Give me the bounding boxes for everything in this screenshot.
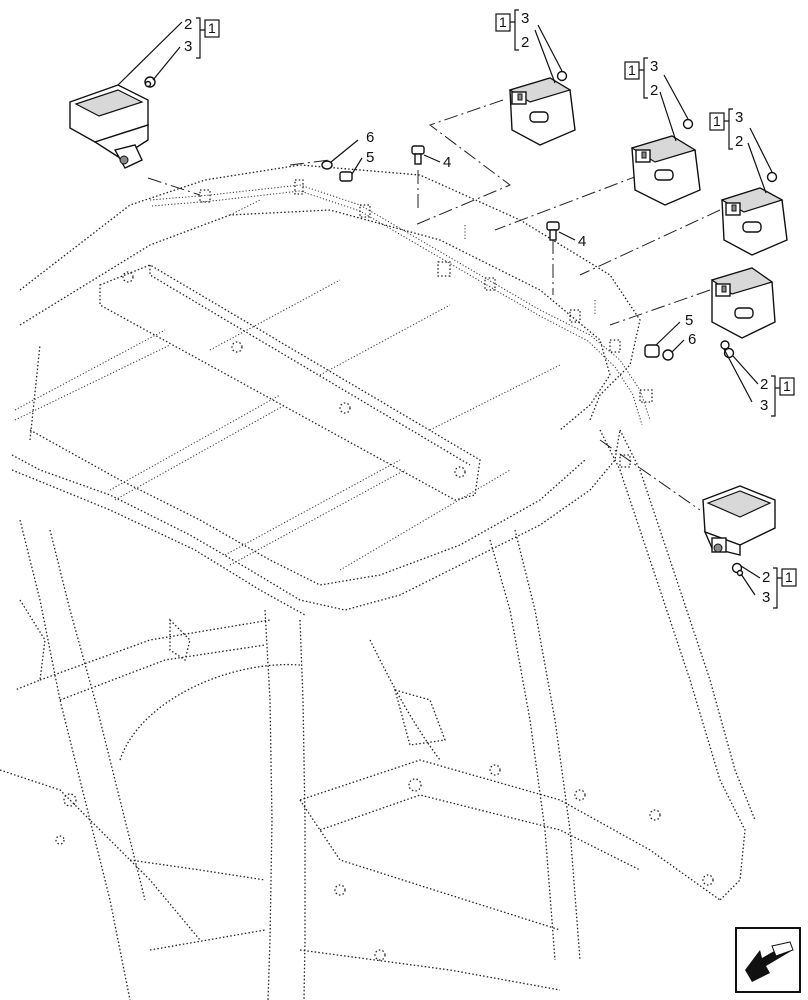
washer-lamp-top-c <box>749 127 778 183</box>
callout-item: 3 <box>650 58 658 75</box>
bolt-a <box>411 145 441 165</box>
nut-left <box>339 157 363 182</box>
callout-item: 2 <box>735 133 743 150</box>
assembly-leader-lines <box>147 99 721 511</box>
flood-lamp-top-a <box>508 29 576 146</box>
washer-lamp-right-low <box>731 562 761 596</box>
label-bolt-b: 4 <box>578 233 586 250</box>
callout-lamp-right-low: 2 3 1 <box>762 567 797 609</box>
work-lamp-right-low <box>702 485 776 556</box>
washer-lamp-top-a <box>537 24 568 82</box>
washer-left <box>321 139 359 170</box>
callout-item: 2 <box>184 16 192 33</box>
nut-right <box>644 321 681 358</box>
callout-item: 3 <box>184 38 192 55</box>
callout-lamp-top-b: 1 3 2 <box>624 57 658 99</box>
washer-right <box>662 339 685 361</box>
label-washer-right: 6 <box>688 331 696 348</box>
callout-lamp-right-mid: 2 3 1 <box>760 375 795 417</box>
washer-lamp-top-b <box>663 74 694 130</box>
ref-box: 1 <box>785 569 793 585</box>
callout-item: 3 <box>760 397 768 414</box>
callout-item: 2 <box>762 569 770 586</box>
callout-lamp-top-left: 2 3 1 <box>184 16 220 59</box>
ref-box: 1 <box>713 113 721 129</box>
callout-lamp-top-c: 1 3 2 <box>709 108 743 150</box>
ref-box: 1 <box>208 20 216 36</box>
callout-lamp-top-a: 1 3 2 <box>495 9 529 51</box>
callout-item: 2 <box>521 34 529 51</box>
flood-lamp-top-c <box>720 142 788 256</box>
label-nut-left: 5 <box>366 149 374 166</box>
label-nut-right: 5 <box>685 312 693 329</box>
callout-item: 3 <box>762 589 770 606</box>
bolt-b <box>546 221 576 241</box>
washer-lamp-right-mid <box>720 340 759 403</box>
callout-item: 2 <box>760 376 768 393</box>
cab-structure <box>0 164 756 1000</box>
washer-lamp-top-left <box>144 46 181 88</box>
flood-lamp-top-b <box>630 91 701 206</box>
flood-lamp-right-mid <box>710 267 776 339</box>
label-bolt-a: 4 <box>443 154 451 171</box>
callout-item: 3 <box>521 10 529 27</box>
callout-item: 3 <box>735 109 743 126</box>
ref-box: 1 <box>628 62 636 78</box>
callout-item: 2 <box>650 82 658 99</box>
navigation-arrow-icon[interactable] <box>735 927 801 993</box>
label-washer-left: 6 <box>366 129 374 146</box>
ref-box: 1 <box>499 14 507 30</box>
ref-box: 1 <box>783 378 791 394</box>
work-lamp-top-left <box>69 21 183 169</box>
